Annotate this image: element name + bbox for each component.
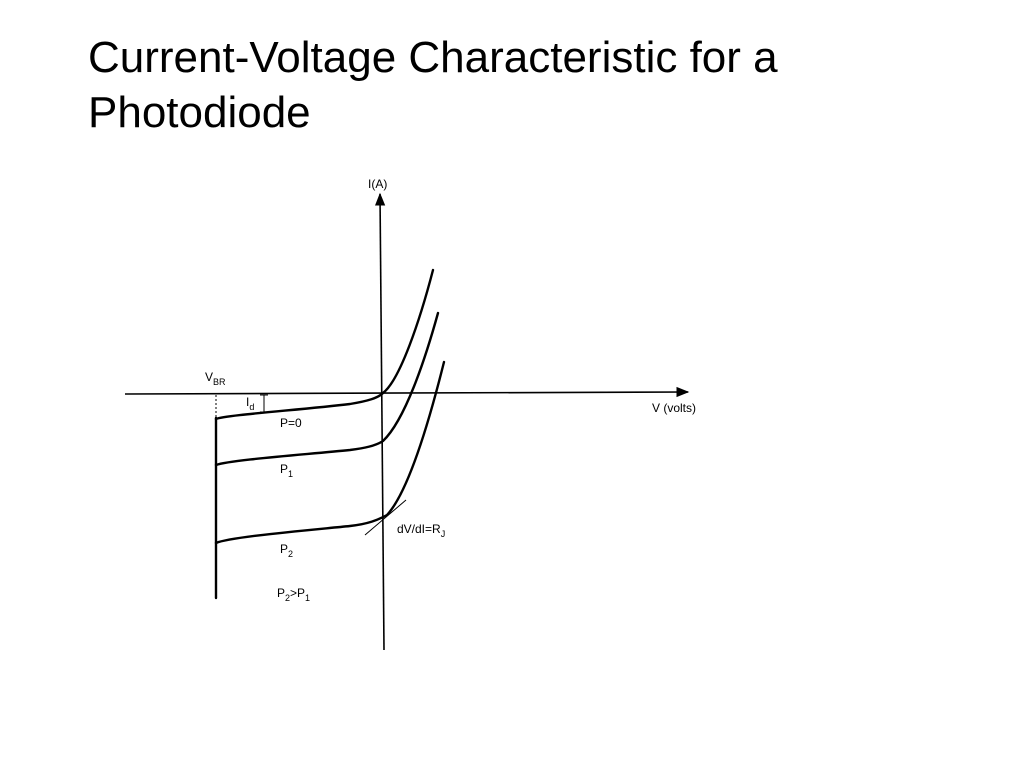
vbr-label: VBR: [205, 370, 226, 387]
tangent-line: [364, 499, 407, 536]
curve-p0: [214, 268, 435, 421]
x-axis: [124, 386, 690, 398]
y-axis-label: I(A): [368, 177, 387, 191]
y-axis: [374, 192, 386, 651]
curve-p1: [214, 311, 440, 467]
power-inequality-label: P2>P1: [277, 586, 310, 603]
curve-label-p0: P=0: [280, 416, 302, 430]
slide-title: Current-Voltage Characteristic for a Pho…: [88, 30, 988, 140]
x-axis-label: V (volts): [652, 401, 696, 415]
slide-title-line-1: Current-Voltage Characteristic for a: [88, 33, 778, 82]
curve-p2: [214, 360, 446, 545]
dark-current-label: Id: [246, 395, 254, 412]
slide-title-line-2: Photodiode: [88, 88, 311, 137]
tangent-label: dV/dI=RJ: [397, 522, 445, 539]
curve-label-p2: P2: [280, 542, 293, 559]
curve-label-p1: P1: [280, 462, 293, 479]
